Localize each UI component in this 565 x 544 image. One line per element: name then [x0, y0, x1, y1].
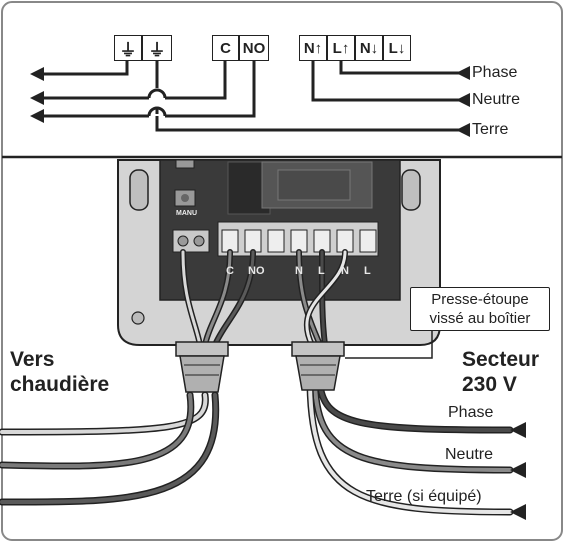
top-schematic-wires — [40, 60, 460, 132]
wire-hops — [147, 88, 167, 117]
terminal-c: C — [212, 35, 239, 61]
terminal-ground-2-text: ⏚ — [148, 40, 166, 60]
mains-cable-wires — [306, 381, 514, 516]
manu-label: MANU — [176, 210, 197, 217]
terminal-n-up: N↑ — [299, 35, 327, 61]
junction-box — [117, 159, 441, 393]
terminal-n-down-text: N↓ — [359, 39, 379, 57]
wire-terre-top — [155, 116, 460, 132]
box-ear-right — [401, 169, 421, 211]
box-label-c: C — [226, 265, 234, 277]
terminal-n-up-text: N↑ — [303, 39, 323, 57]
terminal-no-text: NO — [242, 39, 266, 57]
callout-box: Presse-étoupe vissé au boîtier — [410, 287, 550, 331]
right-label-line-2: 230 V — [462, 373, 517, 396]
terminal-c-text: C — [220, 39, 231, 57]
terminal-l-up-text: L↑ — [332, 39, 350, 57]
arrow-neutre-bottom — [510, 462, 526, 478]
cable-gland-right — [291, 341, 345, 391]
left-label-line-2: chaudière — [10, 373, 110, 396]
label-neutre-bottom: Neutre — [445, 446, 494, 463]
label-phase-bottom: Phase — [448, 404, 494, 421]
arrow-phase-bottom — [510, 422, 526, 438]
terminal-l-up: L↑ — [327, 35, 355, 61]
wire-no-to-boiler — [165, 60, 256, 118]
arrow-left-1 — [30, 67, 44, 81]
box-label-no: NO — [248, 265, 265, 277]
terminal-ground-2: ⏚ — [142, 35, 172, 61]
mains-arrows — [510, 422, 526, 520]
left-label-line-1: Vers — [10, 348, 55, 371]
callout-line-2: vissé au boîtier — [429, 310, 531, 327]
label-terre-top: Terre — [472, 121, 509, 138]
cable-gland-left — [175, 341, 229, 393]
terminal-ground-1-text: ⏚ — [119, 40, 137, 60]
wire-neutre-top — [311, 60, 460, 102]
right-label-line-1: Secteur — [462, 348, 540, 371]
terminal-l-down-text: L↓ — [388, 39, 406, 57]
arrow-terre-bottom — [510, 504, 526, 520]
box-label-n-down: N — [341, 265, 349, 277]
box-label-l-down: L — [364, 265, 371, 277]
label-terre-bottom: Terre (si équipé) — [366, 488, 482, 505]
wire-phase-top — [339, 60, 460, 75]
right-label: Secteur 230 V — [462, 347, 539, 397]
arrow-left-3 — [30, 109, 44, 123]
screw-left — [131, 311, 145, 325]
left-label: Vers chaudière — [10, 347, 109, 397]
boiler-cable-wires — [0, 391, 220, 506]
box-label-n-up: N — [295, 265, 303, 277]
box-label-l-up: L — [318, 265, 325, 277]
terminal-l-down: L↓ — [383, 35, 411, 61]
terminal-no: NO — [239, 35, 269, 61]
top-left-arrows — [30, 67, 44, 123]
terminal-n-down: N↓ — [355, 35, 383, 61]
label-neutre-top: Neutre — [472, 91, 521, 108]
arrow-left-2 — [30, 91, 44, 105]
callout-leader — [345, 331, 433, 359]
label-phase-top: Phase — [472, 64, 518, 81]
arrow-terre-top — [456, 123, 470, 137]
box-ear-left — [129, 169, 149, 211]
arrow-neutre-top — [456, 93, 470, 107]
arrow-phase-top — [456, 66, 470, 80]
top-right-arrows — [456, 66, 470, 137]
terminal-ground-1: ⏚ — [114, 35, 142, 61]
wire-ground-to-boiler — [40, 60, 129, 76]
wire-c-to-boiler — [165, 60, 227, 100]
callout-line-1: Presse-étoupe — [431, 291, 529, 308]
ground-terminal-block — [172, 229, 210, 253]
